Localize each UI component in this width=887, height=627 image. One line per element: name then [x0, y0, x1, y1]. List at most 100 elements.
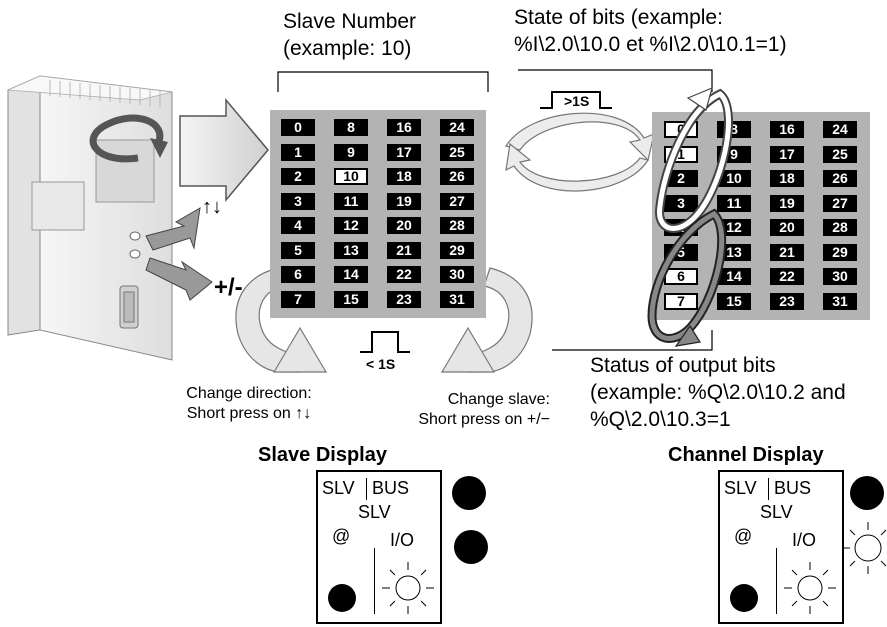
slave-number-bracket	[277, 71, 489, 92]
grid-cell: 28	[823, 219, 857, 236]
grid-cell: 25	[440, 143, 474, 161]
grid-cell: 22	[770, 268, 804, 285]
grid-cell: 19	[770, 194, 804, 212]
grid-cell: 20	[387, 217, 421, 234]
divider	[366, 478, 367, 500]
grid-cell: 11	[334, 192, 368, 210]
rotate-arrow-icon	[89, 114, 168, 163]
grid-cell: 9	[717, 145, 751, 163]
grid-cell: 18	[387, 168, 421, 185]
grid-cell: 4	[281, 217, 315, 234]
long-pulse-label: >1S	[564, 93, 590, 109]
device-module-icon	[7, 75, 173, 361]
grid-cell: 29	[823, 243, 857, 261]
change-slave-label: Change slave: Short press on +/−	[418, 391, 550, 428]
grid-cell: 14	[717, 268, 751, 285]
grid-cell: 13	[717, 243, 751, 261]
grid-cell: 13	[334, 241, 368, 259]
grid-cell: 11	[717, 194, 751, 212]
short-pulse-label: < 1S	[366, 356, 396, 372]
channel-display-panel: SLV BUS SLV @ I/O	[718, 470, 844, 624]
grid-cell: 2	[664, 170, 698, 187]
slv-led-icon	[454, 530, 488, 564]
slv-label: SLV	[322, 478, 355, 498]
grid-cell: 20	[770, 219, 804, 236]
grid-cell: 5	[664, 243, 698, 261]
bus-label: BUS	[372, 478, 410, 498]
grid-cell: 3	[281, 192, 315, 210]
address-led-icon	[328, 584, 356, 612]
grid-cell: 24	[440, 119, 474, 136]
address-led-icon	[730, 584, 758, 612]
plusminus-button-label: +/-	[214, 274, 243, 301]
grid-cell: 23	[770, 292, 804, 310]
big-right-arrow-icon	[179, 97, 269, 203]
bus-led-icon	[452, 476, 486, 510]
output-bits-bracket	[552, 330, 713, 351]
status-output-bits-label: Status of output bits (example: %Q\2.0\1…	[590, 354, 846, 431]
grid-cell: 21	[770, 243, 804, 261]
grid-cell: 30	[823, 268, 857, 285]
grid-cell: 26	[823, 170, 857, 187]
grid-cell: 0	[664, 121, 698, 138]
long-pulse-icon	[540, 91, 612, 109]
change-slave-arrow-icon	[440, 267, 533, 373]
short-pulse-icon	[360, 331, 410, 353]
slv-label: SLV	[724, 478, 757, 498]
slv-label-2: SLV	[358, 502, 391, 522]
change-direction-arrow-icon	[235, 267, 328, 373]
divider	[768, 478, 769, 500]
change-direction-label: Change direction: Short press on ↑↓	[186, 385, 312, 422]
grid-cell: 8	[717, 121, 751, 138]
updown-button-arrow-icon	[145, 207, 201, 251]
grid-cell: 16	[387, 119, 421, 136]
divider	[374, 548, 375, 614]
io-label: I/O	[792, 530, 817, 550]
grid-cell: 29	[440, 241, 474, 259]
slave-number-label: Slave Number (example: 10)	[283, 10, 417, 60]
slave-display-panel: SLV BUS SLV @ I/O	[316, 470, 442, 624]
grid-cell: 30	[440, 266, 474, 283]
grid-cell: 17	[387, 143, 421, 161]
grid-cell: 31	[823, 292, 857, 310]
grid-cell: 31	[440, 290, 474, 308]
grid-cell: 12	[334, 217, 368, 234]
grid-cell: 10	[334, 168, 368, 185]
grid-cell: 19	[387, 192, 421, 210]
grid-cell: 0	[281, 119, 315, 136]
updown-button-label: ↑↓	[202, 196, 222, 218]
grid-cell: 27	[823, 194, 857, 212]
grid-cell: 7	[664, 292, 698, 310]
bus-led-icon	[850, 476, 884, 510]
grid-cell: 3	[664, 194, 698, 212]
grid-cell: 2	[281, 168, 315, 185]
grid-cell: 27	[440, 192, 474, 210]
io-led-blink-icon	[382, 562, 434, 614]
grid-cell: 24	[823, 121, 857, 138]
bus-label: BUS	[774, 478, 812, 498]
grid-cell: 22	[387, 266, 421, 283]
grid-cell: 9	[334, 143, 368, 161]
grid-cell: 16	[770, 121, 804, 138]
grid-cell: 6	[664, 268, 698, 285]
grid-cell: 25	[823, 145, 857, 163]
grid-cell: 8	[334, 119, 368, 136]
grid-cell: 4	[664, 219, 698, 236]
at-label: @	[332, 526, 351, 546]
grid-cell: 12	[717, 219, 751, 236]
grid-cell: 18	[770, 170, 804, 187]
grid-cell: 10	[717, 170, 751, 187]
grid-cell: 6	[281, 266, 315, 283]
io-label: I/O	[390, 530, 415, 550]
state-bits-bracket	[518, 69, 713, 92]
at-label: @	[734, 526, 753, 546]
grid-cell: 23	[387, 290, 421, 308]
toggle-display-arrow-icon	[505, 112, 655, 192]
grid-cell: 28	[440, 217, 474, 234]
slv-led-blink-icon	[842, 522, 887, 574]
grid-cell: 26	[440, 168, 474, 185]
slv-label-2: SLV	[760, 502, 793, 522]
grid-cell: 1	[664, 145, 698, 163]
